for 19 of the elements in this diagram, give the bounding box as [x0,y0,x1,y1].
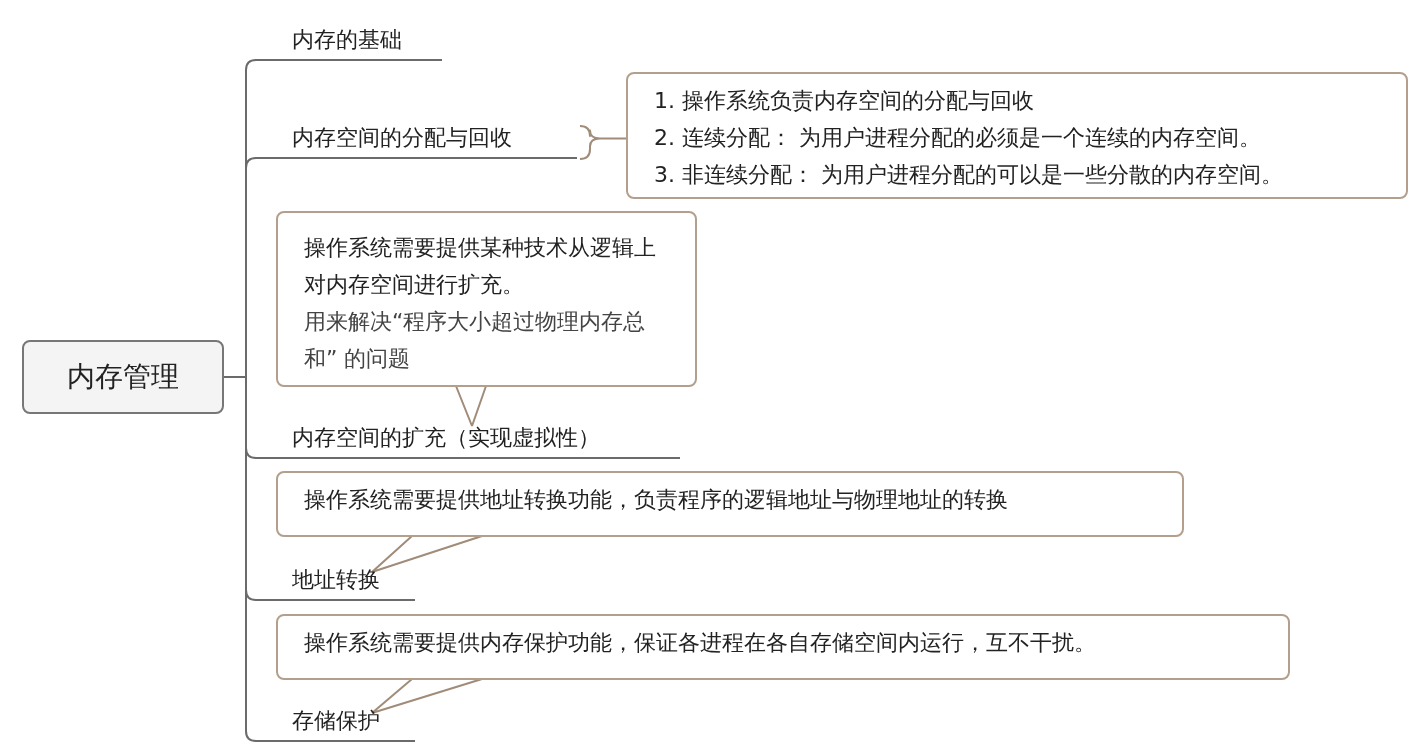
central-topic-box: 内存管理 [22,340,224,414]
note-box [626,72,1408,199]
note-text: 用来解决“程序大小超过物理内存总和” 的问题 [304,308,647,373]
note-box [276,614,1290,680]
callout-pointer [371,535,483,573]
topic-label: 内存的基础 [262,28,442,61]
note-text: 2. 连续分配： 为用户进程分配的必须是一个连续的内存空间。 [654,124,1262,152]
topic-label: 内存空间的分配与回收 [262,126,577,159]
note-text: 操作系统需要提供某种技术从逻辑上对内存空间进行扩充。 [304,234,657,299]
note-text: 操作系统需要提供内存保护功能，保证各进程在各自存储空间内运行，互不干扰。 [304,629,1097,657]
note-text: 操作系统需要提供地址转换功能，负责程序的逻辑地址与物理地址的转换 [304,486,1009,514]
topic-label: 内存空间的扩充（实现虚拟性） [262,426,680,459]
note-box [276,211,697,387]
callout-pointer [455,385,487,427]
note-box [276,471,1184,537]
note-text: 1. 操作系统负责内存空间的分配与回收 [654,87,1035,115]
bracket [579,125,627,160]
callout-pointer [371,678,483,714]
note-text: 3. 非连续分配： 为用户进程分配的可以是一些分散的内存空间。 [654,161,1284,189]
